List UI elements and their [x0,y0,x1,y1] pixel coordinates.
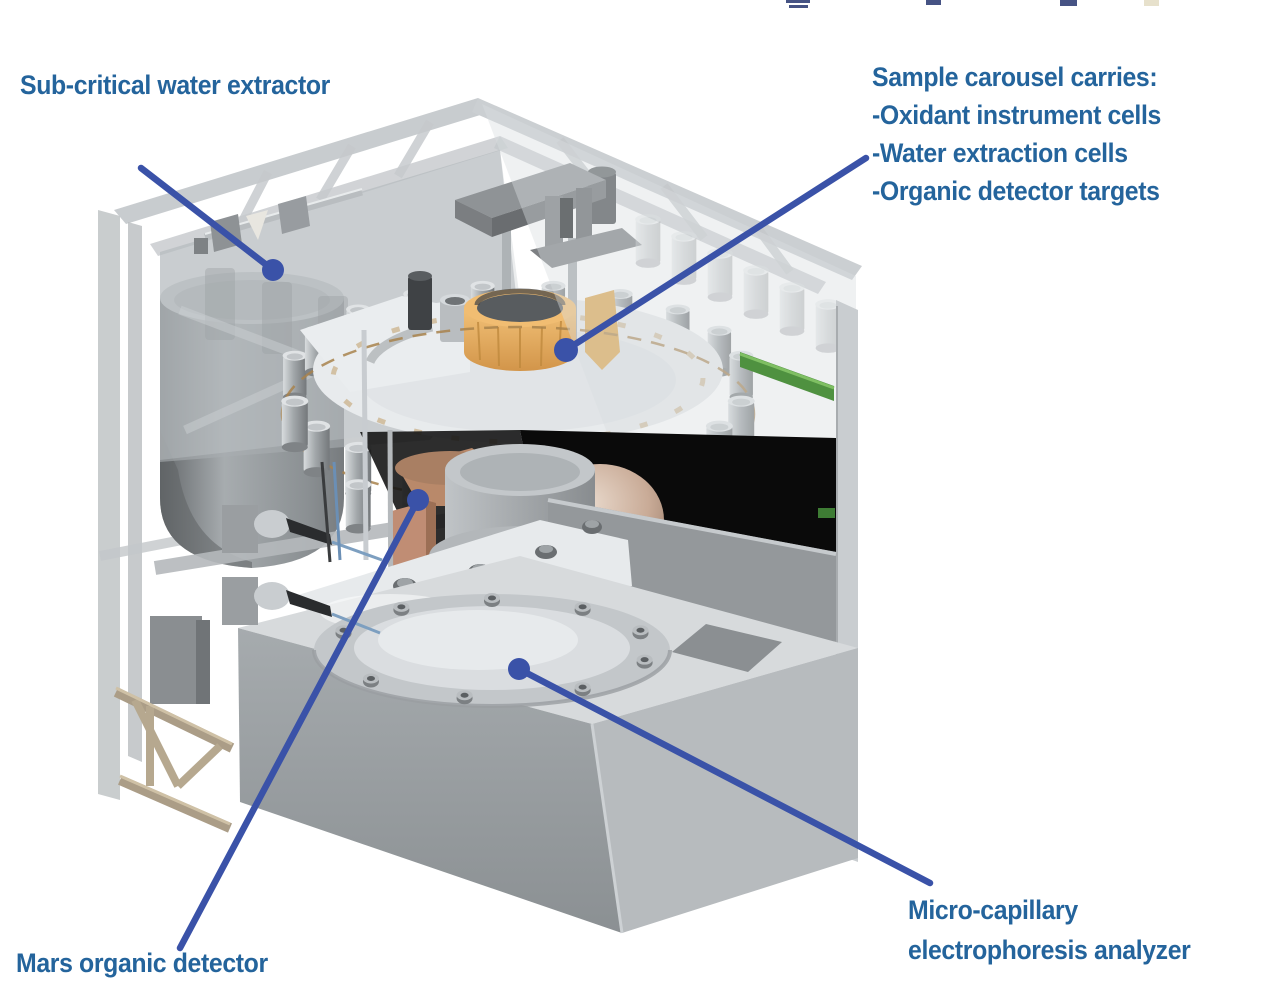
flange-bolt [362,673,379,688]
flange-bolt [636,654,653,669]
flange-bolt [456,690,473,705]
analyzer-label-line: electrophoresis analyzer [908,935,1191,965]
carousel-label-item: -Water extraction cells [872,138,1128,168]
frame-truss [98,98,862,800]
carousel-label-item: -Oxidant instrument cells [872,100,1161,130]
carousel-label-item: -Organic detector targets [872,176,1160,206]
base-block [238,556,858,934]
top-edge-fragment [1060,0,1077,6]
sample-cell [743,265,769,319]
label-water-extractor: Sub-critical water extractor [20,70,330,100]
leader-line-water-extractor [137,164,277,274]
label-analyzer: Micro-capillary electrophoresis analyzer [908,890,1191,970]
flange-bolt [393,601,410,616]
analyzer-flange [312,594,672,708]
sample-cell [815,299,841,353]
support-truss [113,616,235,833]
leader-line-analyzer [515,665,934,887]
leader-lines [137,154,934,952]
analyzer-label-line: Micro-capillary [908,895,1078,925]
carousel-label-title: Sample carousel carries: [872,62,1158,92]
flange-bolt [574,682,591,697]
connectors [222,461,383,635]
top-edge-fragment [1144,0,1159,6]
sample-cell [779,282,805,336]
leader-dot-organic-detector [407,489,429,511]
top-edge-fragment [789,5,808,8]
leader-line-organic-detector [176,496,422,952]
leader-dot-carousel [554,338,578,362]
leader-dot-water-extractor [262,259,284,281]
top-edge-fragment [926,0,941,5]
sample-cell [635,214,661,268]
top-edge-fragment [786,0,810,3]
carousel-arm [455,163,642,268]
sample-cell [282,350,307,402]
label-organic-detector: Mars organic detector [16,948,268,978]
pcb-board [739,352,835,518]
leader-line-carousel [562,154,870,354]
label-sample-carousel: Sample carousel carries: -Oxidant instru… [872,58,1161,210]
flange-bolt [484,593,500,607]
flange-bolts [335,593,653,705]
leader-dot-analyzer [508,658,530,680]
sample-cell [281,395,309,453]
flange-bolt [574,601,591,616]
flange-bolt [632,625,649,640]
